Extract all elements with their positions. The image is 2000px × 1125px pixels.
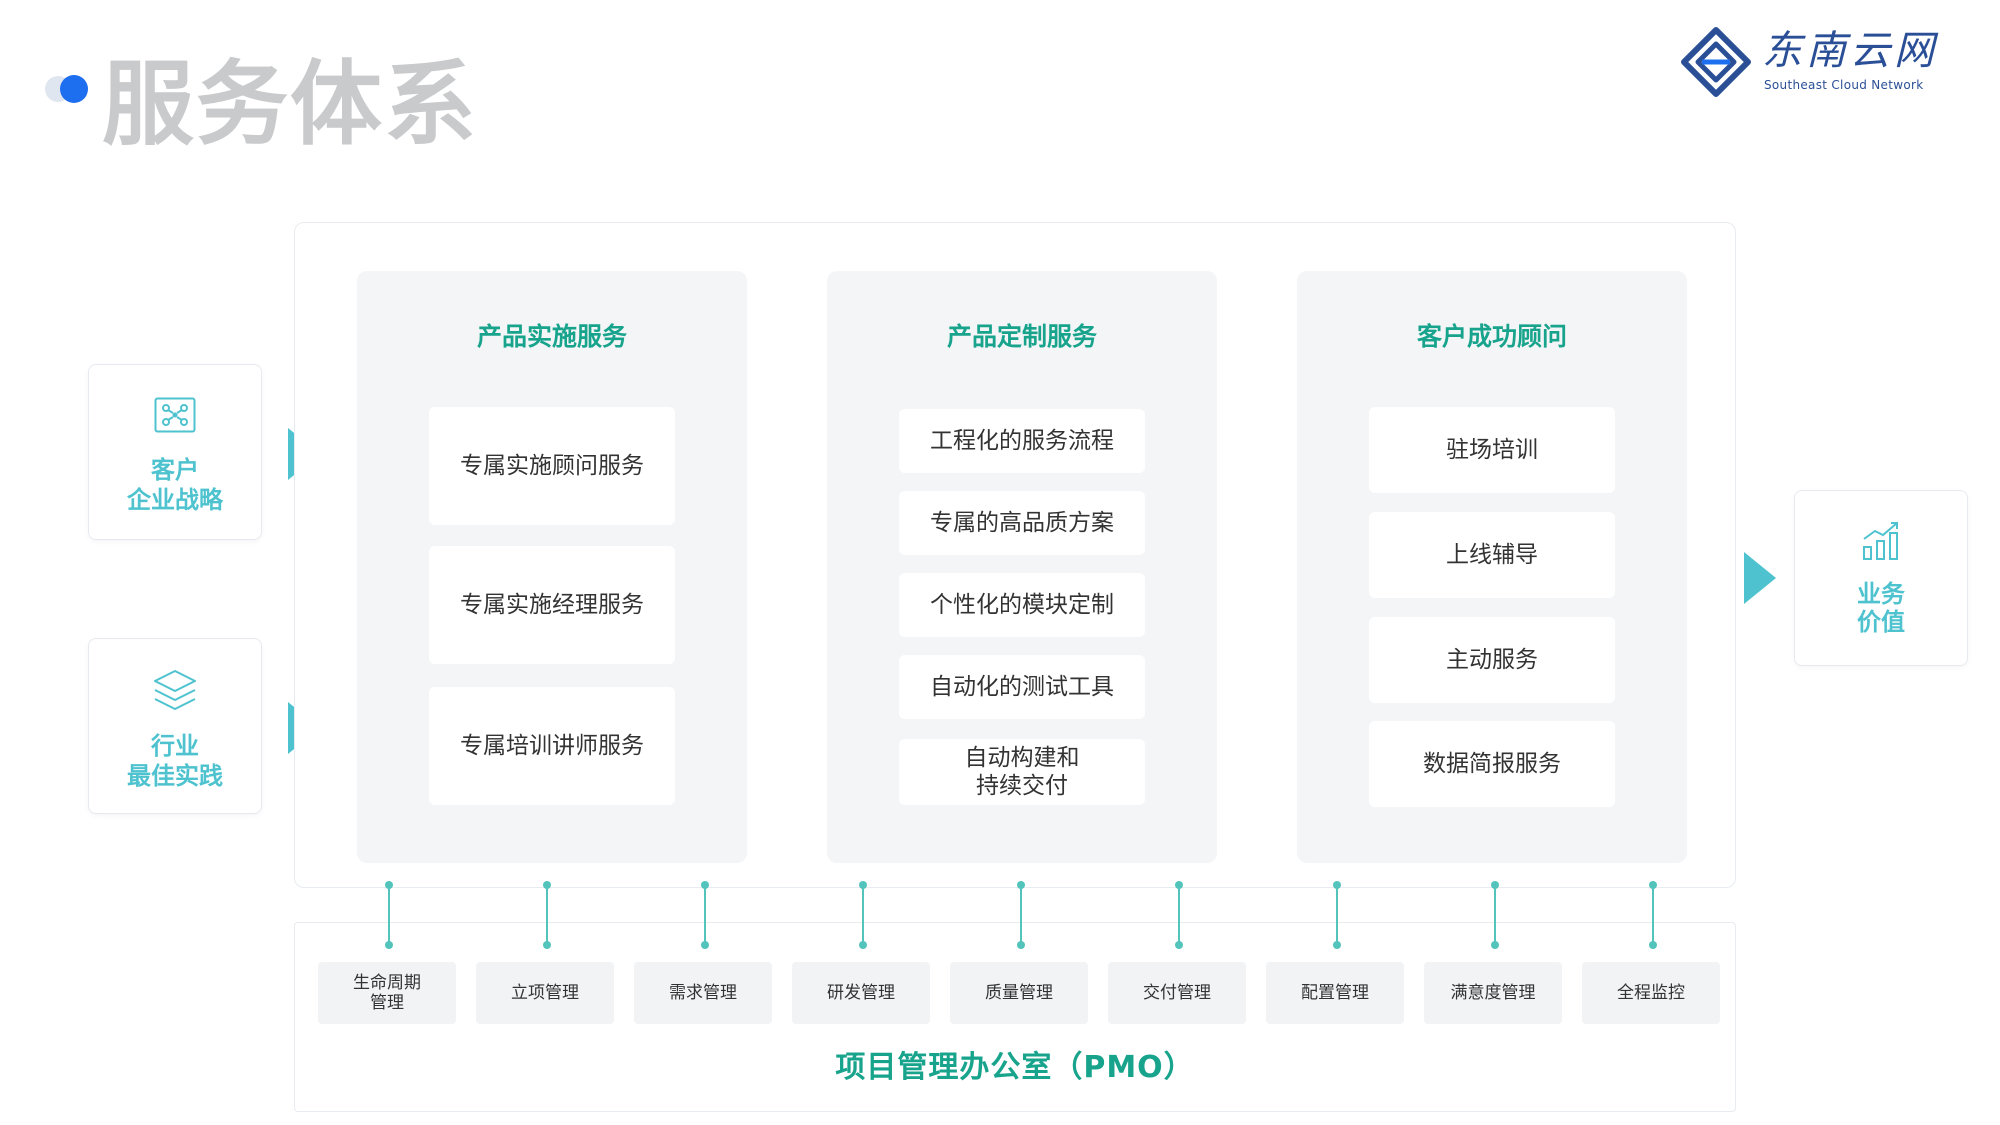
- service-item: 自动化的测试工具: [899, 655, 1145, 719]
- output-card-business-value: 业务 价值: [1794, 490, 1968, 666]
- title-dot: [60, 75, 88, 103]
- service-item: 个性化的模块定制: [899, 573, 1145, 637]
- pmo-connector: [1175, 881, 1183, 949]
- pmo-connector: [859, 881, 867, 949]
- pmo-item-delivery: 交付管理: [1108, 962, 1246, 1024]
- pmo-connector: [1649, 881, 1657, 949]
- input-label-line2: 最佳实践: [127, 762, 223, 790]
- panel-product-implementation: 产品实施服务 专属实施顾问服务 专属实施经理服务 专属培训讲师服务: [357, 271, 747, 863]
- input-label-line1: 行业: [151, 732, 199, 760]
- service-item: 专属实施顾问服务: [429, 407, 675, 525]
- service-item: 专属的高品质方案: [899, 491, 1145, 555]
- pmo-connector: [1333, 881, 1341, 949]
- service-item: 数据简报服务: [1369, 721, 1615, 807]
- service-item: 工程化的服务流程: [899, 409, 1145, 473]
- pmo-item-configuration: 配置管理: [1266, 962, 1404, 1024]
- pmo-title: 项目管理办公室（PMO）: [835, 1050, 1195, 1085]
- layers-stack-icon: [154, 670, 196, 710]
- service-item: 自动构建和 持续交付: [899, 739, 1145, 805]
- strategy-network-icon: [154, 397, 196, 433]
- bar-chart-growth-icon: [1863, 522, 1898, 560]
- pmo-item-requirements: 需求管理: [634, 962, 772, 1024]
- output-label-line2: 价值: [1857, 608, 1905, 636]
- logo-name-cn: 东南云网: [1762, 28, 1938, 74]
- panel-product-customization: 产品定制服务 工程化的服务流程 专属的高品质方案 个性化的模块定制 自动化的测试…: [827, 271, 1217, 863]
- input-label-line2: 企业战略: [127, 486, 223, 514]
- pmo-item-lifecycle: 生命周期 管理: [318, 962, 456, 1024]
- pmo-item-satisfaction: 满意度管理: [1424, 962, 1562, 1024]
- company-logo: 东南云网 Southeast Cloud Network: [1680, 26, 1934, 98]
- pmo-connector: [701, 881, 709, 949]
- input-card-customer-strategy: 客户 企业战略: [88, 364, 262, 540]
- input-label-line1: 客户: [151, 456, 199, 484]
- logo-name-en: Southeast Cloud Network: [1764, 78, 1924, 92]
- pmo-connector: [385, 881, 393, 949]
- pmo-item-rnd: 研发管理: [792, 962, 930, 1024]
- service-item: 上线辅导: [1369, 512, 1615, 598]
- logo-diamond-icon: [1681, 27, 1751, 97]
- service-item: 专属实施经理服务: [429, 546, 675, 664]
- pmo-connector: [543, 881, 551, 949]
- service-item: 专属培训讲师服务: [429, 687, 675, 805]
- output-label-line1: 业务: [1857, 580, 1905, 608]
- service-item: 主动服务: [1369, 617, 1615, 703]
- output-arrow: [1744, 552, 1776, 604]
- pmo-item-quality: 质量管理: [950, 962, 1088, 1024]
- pmo-connector: [1491, 881, 1499, 949]
- pmo-item-initiation: 立项管理: [476, 962, 614, 1024]
- service-item: 驻场培训: [1369, 407, 1615, 493]
- panel-title: 产品定制服务: [946, 322, 1097, 351]
- input-card-industry-best-practice: 行业 最佳实践: [88, 638, 262, 814]
- panel-title: 客户成功顾问: [1416, 322, 1567, 351]
- page-title: 服务体系: [102, 51, 479, 158]
- panel-customer-success: 客户成功顾问 驻场培训 上线辅导 主动服务 数据简报服务: [1297, 271, 1687, 863]
- pmo-connector: [1017, 881, 1025, 949]
- panel-title: 产品实施服务: [476, 322, 627, 351]
- pmo-item-monitoring: 全程监控: [1582, 962, 1720, 1024]
